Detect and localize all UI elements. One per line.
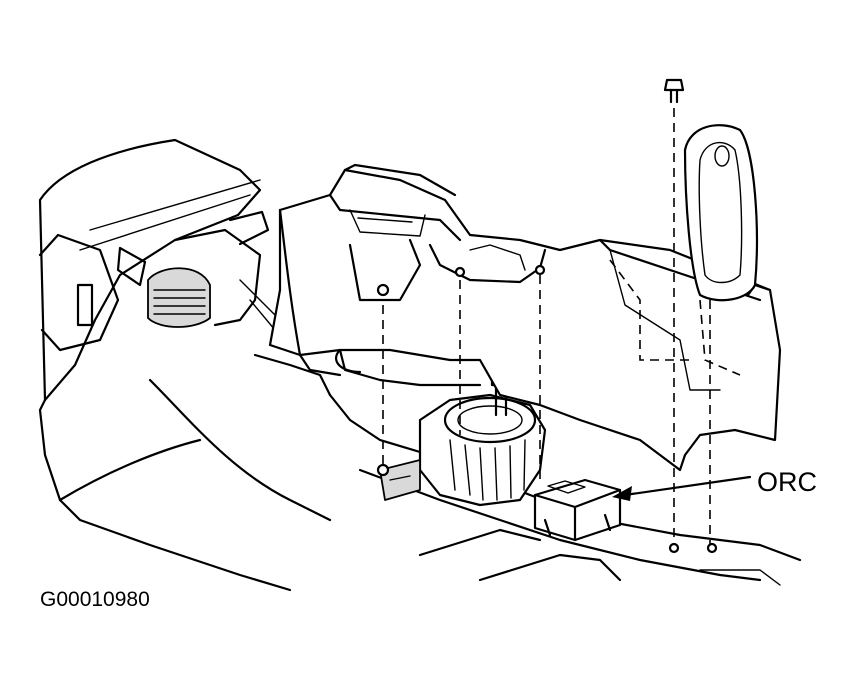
console-fasteners	[376, 264, 718, 554]
instrument-panel	[38, 138, 332, 592]
center-console	[268, 163, 782, 472]
orc-callout-label: ORC	[757, 467, 817, 497]
gear-shifter	[379, 370, 547, 507]
fastener-guide-lines	[382, 108, 711, 545]
bolt-icon	[663, 78, 685, 104]
armrest-lid	[683, 124, 758, 302]
floor-tunnel	[328, 393, 802, 586]
orc-leader-arrow	[612, 475, 752, 501]
orc-module	[533, 478, 622, 542]
figure-id: G00010980	[40, 588, 150, 611]
